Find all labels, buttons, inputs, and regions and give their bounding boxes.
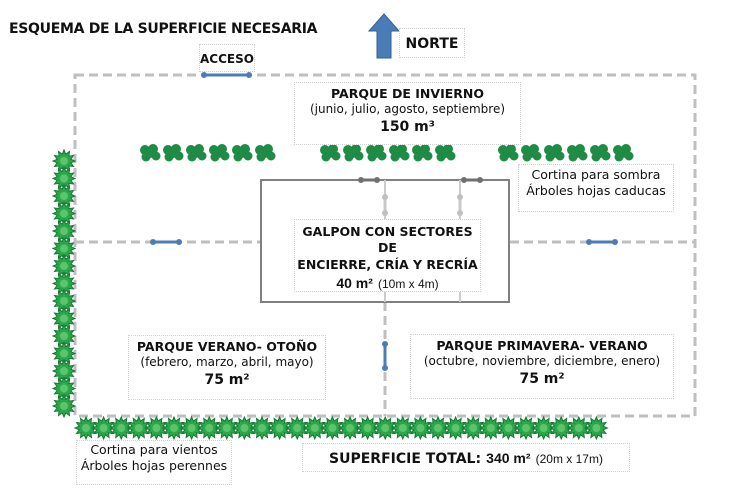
evergreen-tree-icon — [548, 415, 574, 441]
deciduous-tree-icon — [140, 144, 161, 162]
evergreen-tree-icon — [161, 415, 187, 441]
total-surface-dimensions: (20m x 17m) — [535, 452, 603, 466]
evergreen-tree-icon — [179, 415, 204, 441]
deciduous-tree-icon — [613, 144, 634, 162]
outer-boundary — [73, 73, 697, 418]
deciduous-tree-icon — [544, 144, 565, 162]
access-label-text: ACCESO — [200, 52, 254, 66]
evergreen-tree-icon — [320, 415, 345, 441]
wind-curtain-trees — [51, 148, 609, 441]
summer-autumn-area: 75 m² — [204, 371, 250, 388]
evergreen-tree-icon — [425, 415, 451, 441]
shade-curtain-label: Cortina para sombra Árboles hojas caduca… — [518, 164, 674, 212]
deciduous-tree-icon — [389, 144, 410, 162]
diagram-title: ESQUEMA DE LA SUPERFICIE NECESARIA — [9, 21, 318, 37]
deciduous-tree-icon — [521, 144, 542, 162]
evergreen-tree-icon — [267, 415, 292, 441]
deciduous-tree-icon — [209, 144, 230, 162]
deciduous-tree-icon — [498, 144, 519, 162]
shed-inner-gate-left — [382, 194, 388, 216]
winter-park-months: (junio, julio, agosto, septiembre) — [309, 102, 506, 117]
shed-dimensions: (10m x 4m) — [377, 276, 439, 291]
deciduous-tree-icon — [366, 144, 387, 162]
evergreen-tree-icon — [108, 415, 134, 441]
shed-name-line2: ENCIERRE, CRÍA Y RECRÍA — [297, 256, 478, 272]
spring-summer-name: PARQUE PRIMAVERA- VERANO — [436, 338, 648, 353]
winter-park-area: 150 m³ — [380, 118, 435, 135]
evergreen-tree-icon — [390, 415, 416, 441]
spring-summer-months: (octubre, noviembre, diciembre, enero) — [423, 354, 661, 369]
summer-autumn-months: (febrero, marzo, abril, mayo) — [140, 355, 314, 370]
evergreen-tree-icon — [196, 415, 222, 441]
shade-curtain-line1: Cortina para sombra — [531, 167, 661, 182]
deciduous-tree-icon — [232, 144, 253, 162]
spring-summer-park-label: PARQUE PRIMAVERA- VERANO (octubre, novie… — [410, 334, 674, 399]
deciduous-tree-icon — [186, 144, 207, 162]
evergreen-tree-icon — [337, 415, 363, 441]
evergreen-tree-icon — [408, 415, 433, 441]
evergreen-tree-icon — [214, 415, 240, 441]
wind-curtain-line1: Cortina para vientos — [90, 442, 218, 457]
deciduous-tree-icon — [255, 144, 276, 162]
gate-right — [586, 239, 618, 245]
winter-park-name: PARQUE DE INVIERNO — [331, 86, 484, 101]
evergreen-tree-icon — [51, 393, 77, 419]
evergreen-tree-icon — [566, 415, 592, 441]
access-label: ACCESO — [199, 44, 255, 72]
deciduous-tree-icon — [163, 144, 184, 162]
wind-curtain-line2: Árboles hojas perennes — [80, 458, 228, 474]
evergreen-tree-icon — [126, 415, 152, 441]
evergreen-tree-icon — [584, 415, 609, 441]
evergreen-tree-icon — [73, 415, 99, 441]
shed-inner-gate-right — [457, 194, 463, 216]
wind-curtain-label: Cortina para vientos Árboles hojas peren… — [76, 440, 232, 485]
shed-name-line1: GALPON CON SECTORES DE — [302, 224, 473, 256]
shed-label: GALPON CON SECTORES DE ENCIERRE, CRÍA Y … — [294, 219, 481, 292]
evergreen-tree-icon — [249, 415, 275, 441]
deciduous-tree-icon — [435, 144, 456, 162]
evergreen-tree-icon — [355, 415, 380, 441]
deciduous-tree-icon — [320, 144, 341, 162]
north-label: NORTE — [399, 28, 465, 58]
evergreen-tree-icon — [478, 415, 504, 441]
evergreen-tree-icon — [144, 415, 169, 441]
evergreen-tree-icon — [284, 415, 310, 441]
evergreen-tree-icon — [302, 415, 328, 441]
deciduous-tree-icon — [412, 144, 433, 162]
shed-area: 40 m² — [336, 274, 373, 291]
evergreen-tree-icon — [513, 415, 539, 441]
north-label-text: NORTE — [405, 36, 459, 52]
deciduous-tree-icon — [567, 144, 588, 162]
total-surface-text: SUPERFICIE TOTAL: — [329, 451, 482, 467]
summer-autumn-park-label: PARQUE VERANO- OTOÑO (febrero, marzo, ab… — [128, 335, 326, 400]
access-gate — [201, 72, 252, 78]
total-surface-label: SUPERFICIE TOTAL: 340 m² (20m x 17m) — [302, 443, 630, 472]
evergreen-tree-icon — [443, 415, 468, 441]
evergreen-tree-icon — [460, 415, 486, 441]
spring-summer-area: 75 m² — [519, 370, 565, 387]
gate-bottom — [382, 341, 388, 371]
evergreen-tree-icon — [232, 415, 257, 441]
shade-curtain-trees — [140, 144, 634, 162]
evergreen-tree-icon — [91, 415, 116, 441]
total-surface-area: 340 m² — [486, 450, 531, 466]
shed-gate-top-left — [358, 177, 380, 183]
winter-park-label: PARQUE DE INVIERNO (junio, julio, agosto… — [294, 82, 521, 145]
evergreen-tree-icon — [372, 415, 398, 441]
deciduous-tree-icon — [343, 144, 364, 162]
evergreen-tree-icon — [496, 415, 521, 441]
deciduous-tree-icon — [590, 144, 611, 162]
evergreen-tree-icon — [531, 415, 556, 441]
gate-left — [150, 239, 182, 245]
shed-gate-top-right — [461, 177, 483, 183]
summer-autumn-name: PARQUE VERANO- OTOÑO — [136, 339, 318, 354]
shade-curtain-line2: Árboles hojas caducas — [526, 183, 666, 199]
north-arrow-icon — [367, 13, 401, 59]
